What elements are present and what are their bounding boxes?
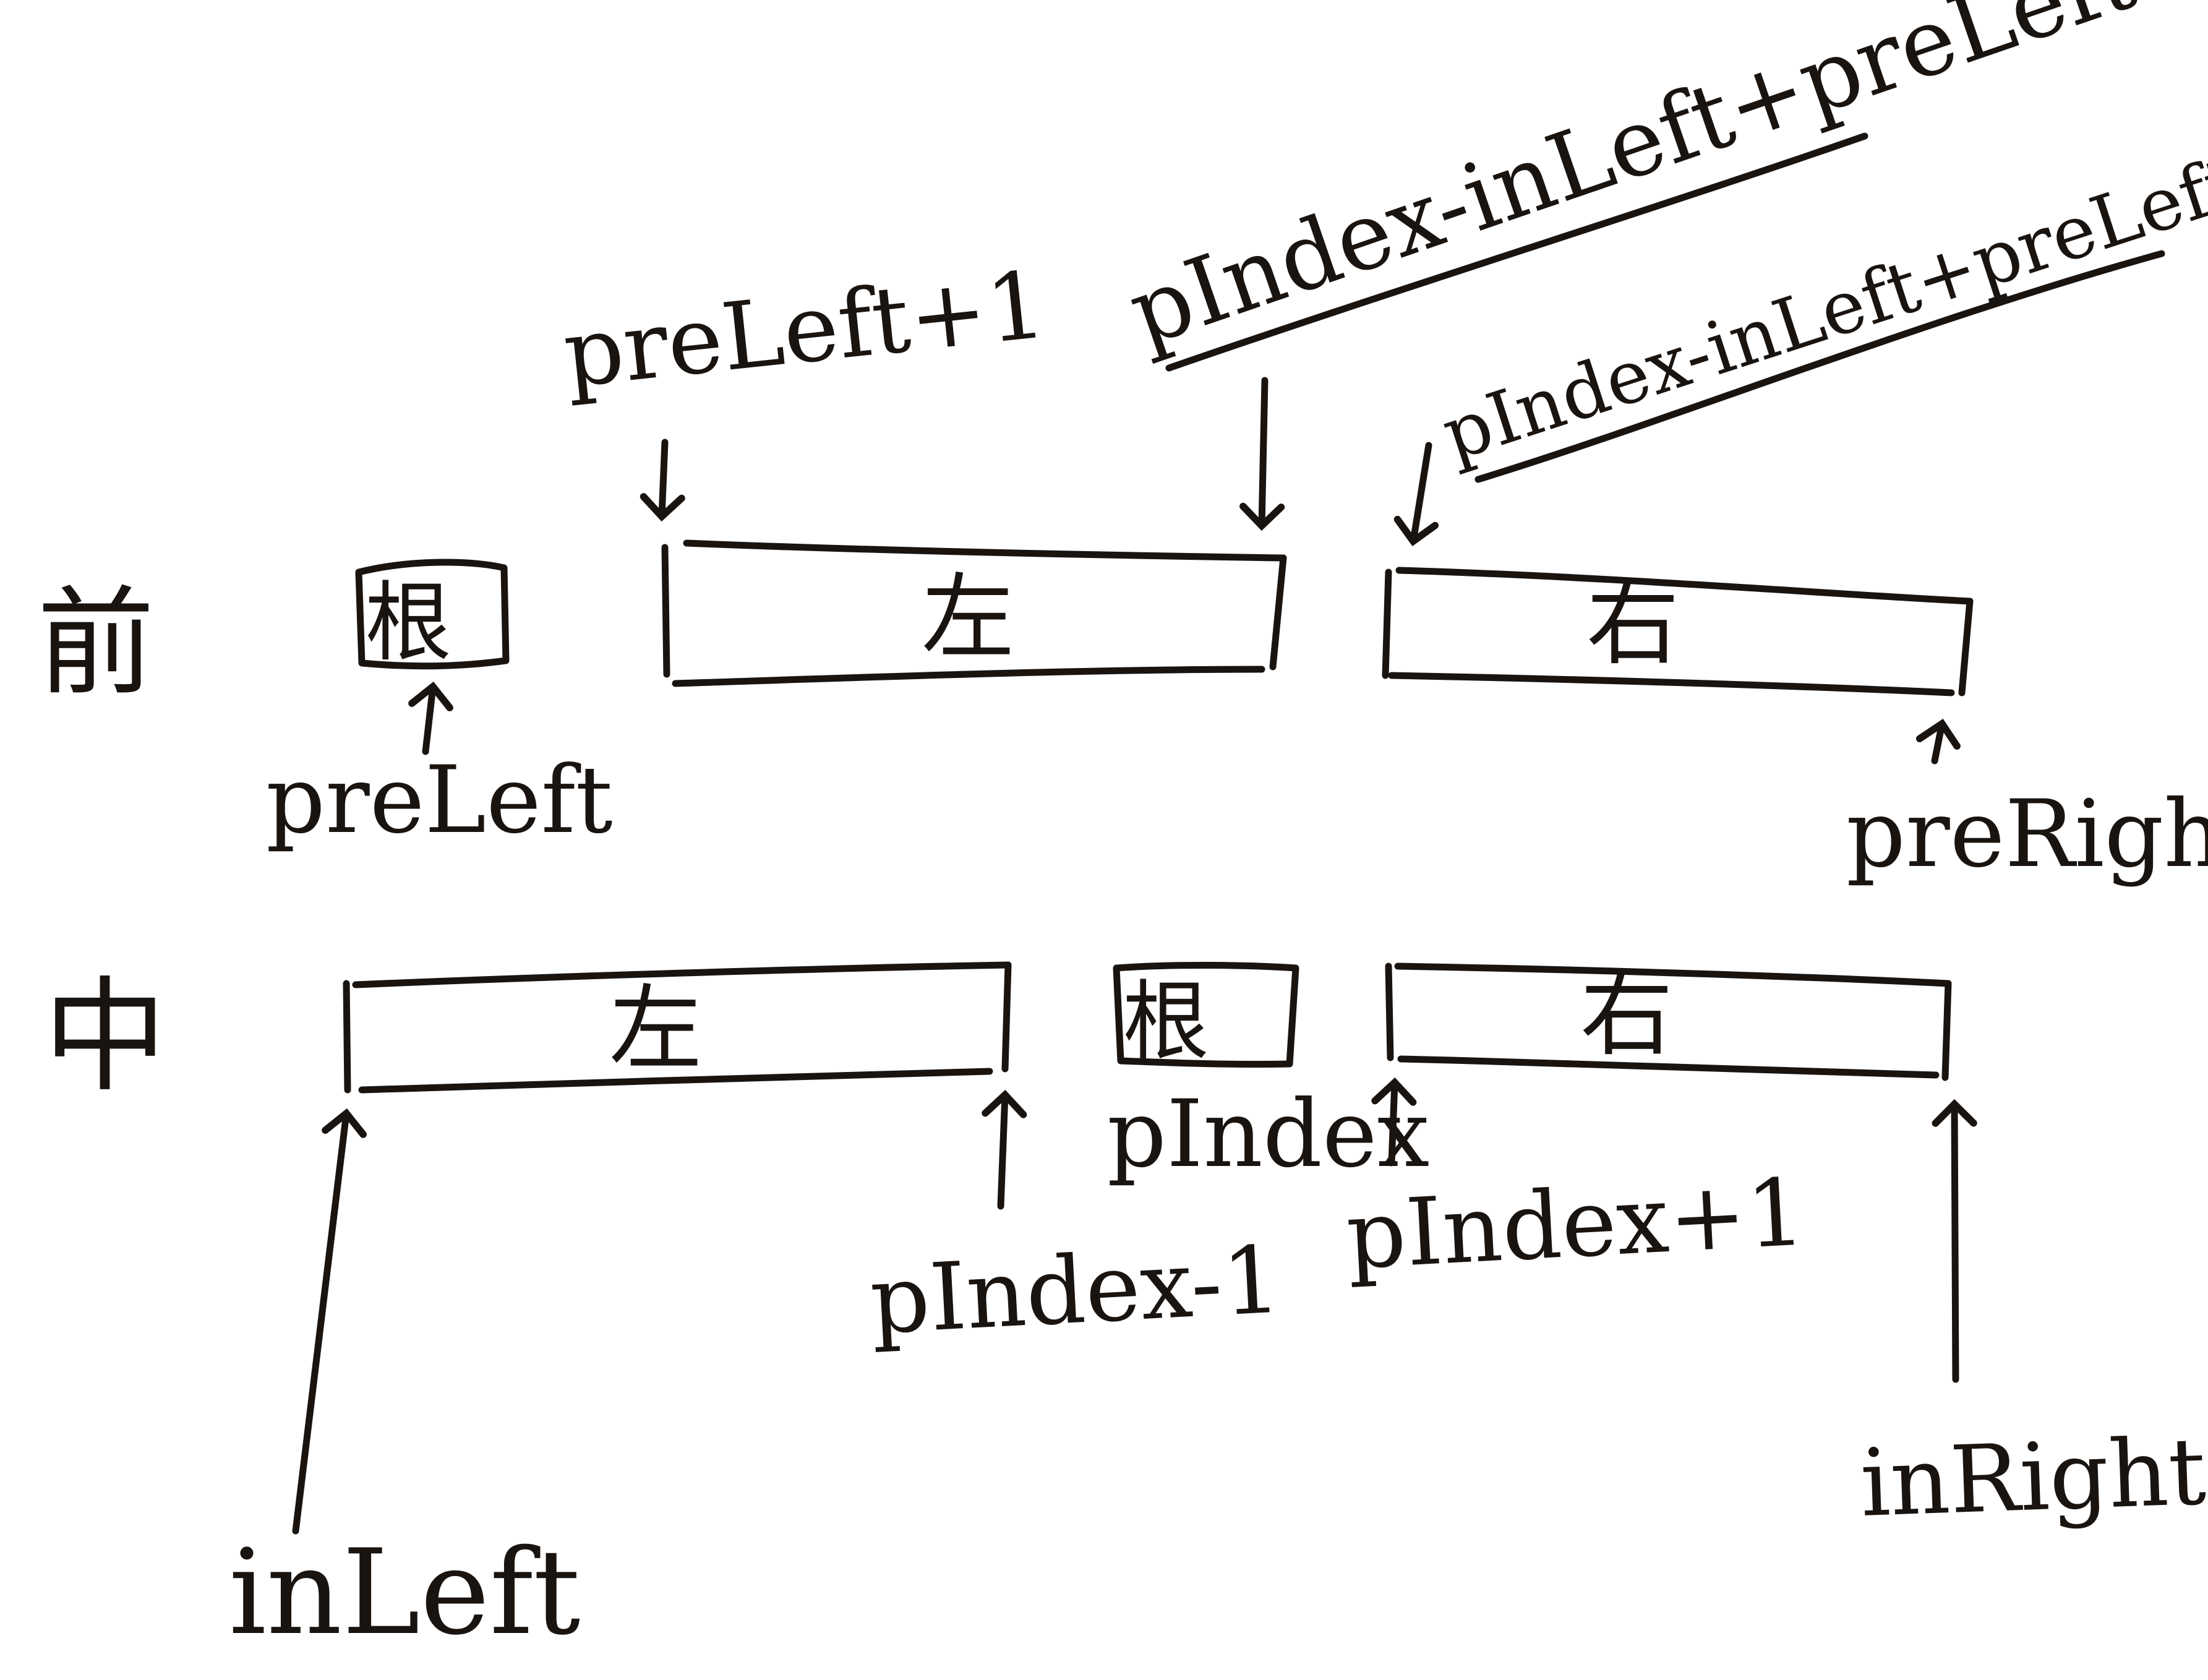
pre-left-label: preLeft [266, 747, 613, 854]
p-index-plus-1-label: pIndex+1 [1344, 1159, 1808, 1290]
preorder-left-label: 左 [922, 564, 1014, 672]
preorder-left-subtree-box: 左 [661, 539, 1287, 687]
p-index-minus-1-label: pIndex-1 [868, 1226, 1284, 1355]
preorder-root-label: 根 [365, 573, 451, 674]
p-index-label: pIndex [1107, 1081, 1429, 1188]
inorder-left-label: 左 [609, 975, 702, 1083]
inorder-row-label: 中 [43, 965, 167, 1109]
p-index-plus-1-arrow [1371, 1077, 1417, 1167]
preorder-row-label: 前 [37, 575, 155, 711]
pre-right-subtree-start-underline [1474, 250, 2165, 483]
in-right-label: inRight [1859, 1418, 2207, 1538]
inorder-right-label: 右 [1580, 961, 1673, 1069]
in-left-label: inLeft [229, 1524, 580, 1661]
pre-right-arrow [1915, 718, 1961, 765]
pre-right-label: preRight [1846, 781, 2208, 888]
preorder-right-subtree-box: 右 [1382, 567, 1974, 696]
pre-left-subtree-end-arrow [1239, 377, 1285, 531]
in-right-arrow [1932, 1099, 1977, 1383]
pre-right-subtree-start-arrow [1393, 442, 1439, 547]
pre-left-plus-1-arrow [640, 439, 685, 522]
pre-left-arrow [408, 681, 453, 755]
preorder-root-box: 根 [355, 559, 510, 674]
pre-left-subtree-end-label: pIndex-inLeft+preLeft [1116, 0, 2148, 367]
inorder-left-subtree-box: 左 [343, 961, 1012, 1094]
inorder-root-label: 根 [1123, 972, 1209, 1073]
inorder-root-box: 根 [1113, 961, 1299, 1073]
in-left-arrow [292, 1108, 367, 1535]
p-index-minus-1-arrow [982, 1089, 1027, 1210]
inorder-right-subtree-box: 右 [1385, 961, 1952, 1081]
preorder-right-label: 右 [1586, 570, 1679, 678]
pre-left-plus-1-label: preLeft+1 [559, 251, 1051, 409]
pre-left-subtree-end-underline [1165, 132, 1868, 372]
